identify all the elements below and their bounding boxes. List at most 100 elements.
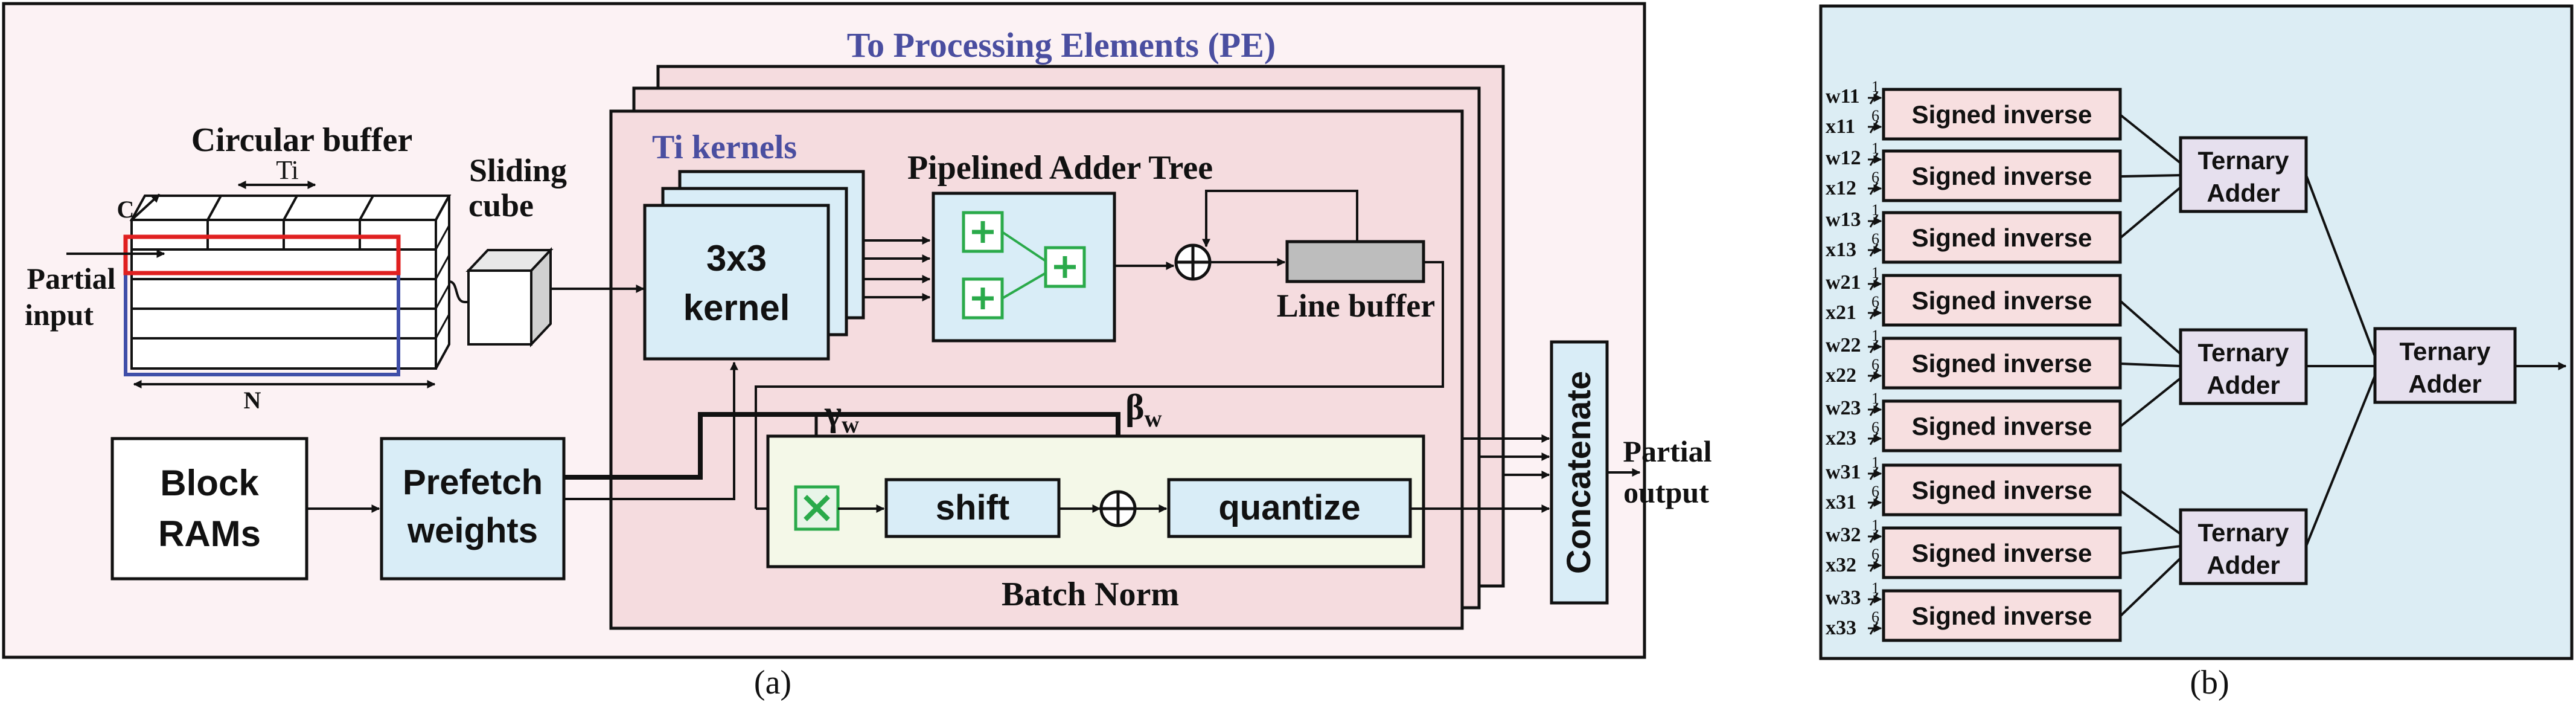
weight-input-label: w22 [1826, 334, 1861, 356]
signed-inverse-row: w11 x11 1 6 Signed inverse [1826, 78, 2182, 164]
bus-width-label: 6 [1871, 169, 1879, 186]
circular-buffer-label: Circular buffer [191, 121, 413, 159]
bus-width-label: 6 [1871, 546, 1879, 563]
adder-plus-icon [1044, 246, 1086, 288]
ternary-adder-box [2179, 136, 2308, 213]
bus-width-label: 1 [1871, 454, 1879, 471]
ternary-adder-label-1: Ternary [2198, 338, 2290, 367]
bus-width-label: 6 [1871, 107, 1879, 124]
weight-input-label: w12 [1826, 147, 1861, 169]
partial-output-label-1: Partial [1623, 434, 1711, 468]
caption-b: (b) [2190, 664, 2229, 701]
bus-width-label: 1 [1871, 390, 1879, 407]
multiply-icon [794, 485, 840, 531]
bus-width-label: 1 [1871, 264, 1879, 282]
sliding-cube-label-2: cube [468, 187, 534, 224]
activation-input-label: x21 [1826, 301, 1856, 324]
signed-inverse-row: w13 x13 1 6 Signed inverse [1826, 186, 2182, 264]
signed-inverse-label: Signed inverse [1912, 162, 2092, 190]
circular-buffer [123, 195, 452, 376]
partial-input-label-1: Partial [27, 262, 115, 295]
sum-icon [1174, 243, 1212, 281]
gamma-label: γw [824, 393, 859, 438]
bus-width-label: 1 [1871, 78, 1879, 95]
n-label: N [244, 387, 261, 414]
bus-width-label: 1 [1871, 140, 1879, 157]
signed-inverse-box [1882, 274, 2122, 327]
shift-box [884, 478, 1061, 538]
bus-width-label: 1 [1871, 517, 1879, 534]
partial-input-label-2: input [25, 298, 94, 332]
concatenate-label: Concatenate [1559, 371, 1597, 574]
activation-input-label: x13 [1826, 239, 1856, 261]
adder-tree-box [932, 192, 1116, 343]
c-label: C [117, 196, 135, 223]
ternary-adder-label-1: Ternary [2198, 146, 2290, 175]
sliding-cube [465, 246, 554, 348]
c-axis-arrow [130, 193, 161, 221]
activation-input-label: x12 [1826, 177, 1856, 199]
bus-width-label: 6 [1871, 230, 1879, 248]
signed-inverse-row: w32 x32 1 6 Signed inverse [1826, 517, 2181, 579]
weight-input-label: w11 [1826, 85, 1860, 108]
activation-input-label: x33 [1826, 617, 1856, 639]
bus-width-label: 1 [1871, 201, 1879, 219]
signed-inverse-label: Signed inverse [1912, 412, 2092, 440]
adder-tree-label: Pipelined Adder Tree [907, 149, 1213, 187]
signed-inverse-box [1882, 399, 2122, 452]
signed-inverse-label: Signed inverse [1912, 100, 2092, 129]
signed-inverse-label: Signed inverse [1912, 539, 2092, 567]
ternary-adder-label-2: Adder [2207, 551, 2280, 579]
quantize-box [1167, 478, 1412, 538]
ternary-adder-label-1: Ternary [2400, 337, 2491, 365]
bus-width-label: 1 [1871, 579, 1879, 597]
ti-label: Ti [276, 155, 299, 185]
batch-norm-label: Batch Norm [1002, 576, 1179, 613]
bus-width-label: 6 [1871, 419, 1879, 436]
kernel-label-1: 3x3 [706, 238, 767, 278]
sliding-cube-label-1: Sliding [469, 152, 567, 188]
line-buffer-label: Line buffer [1277, 288, 1436, 324]
signed-inverse-label: Signed inverse [1912, 349, 2092, 378]
activation-input-label: x32 [1826, 554, 1856, 576]
kernel-label-2: kernel [683, 288, 790, 328]
signed-inverse-row: w12 x12 1 6 Signed inverse [1826, 140, 2181, 202]
block-rams-label-1: Block [160, 463, 259, 503]
prefetch-label-1: Prefetch [403, 463, 543, 502]
activation-input-label: x31 [1826, 491, 1856, 513]
sum-icon [1099, 490, 1137, 527]
activation-input-label: x23 [1826, 427, 1856, 449]
kernel-box [643, 204, 830, 361]
line-buffer [1285, 240, 1425, 283]
ternary-adder-box [2179, 508, 2308, 585]
ternary-adder-label-1: Ternary [2198, 518, 2290, 547]
weight-input-label: w21 [1826, 271, 1861, 294]
signed-inverse-box [1882, 463, 2122, 517]
weight-input-label: w13 [1826, 208, 1861, 231]
weight-input-label: w33 [1826, 587, 1861, 609]
ti-kernels-label: Ti kernels [652, 129, 797, 166]
ternary-adder-label-2: Adder [2207, 179, 2280, 207]
pe-title: To Processing Elements (PE) [847, 25, 1276, 65]
bus-width-label: 6 [1871, 483, 1879, 500]
block-rams-box [110, 437, 308, 581]
ternary-adder-label-2: Adder [2408, 370, 2481, 398]
signed-inverse-label: Signed inverse [1912, 286, 2092, 315]
prefetch-weights-box [380, 437, 566, 581]
partial-output-label-2: output [1623, 475, 1709, 509]
panel-a: To Processing Elements (PE) Circular buf… [2, 2, 1712, 701]
weight-input-label: w32 [1826, 524, 1861, 546]
adder-plus-icon [962, 211, 1004, 253]
bus-width-label: 6 [1871, 356, 1879, 373]
activation-input-label: x11 [1826, 115, 1855, 138]
signed-inverse-label: Signed inverse [1912, 224, 2092, 252]
bus-width-label: 1 [1871, 327, 1879, 344]
adder-plus-icon [962, 277, 1004, 320]
bus-width-label: 6 [1871, 608, 1879, 626]
